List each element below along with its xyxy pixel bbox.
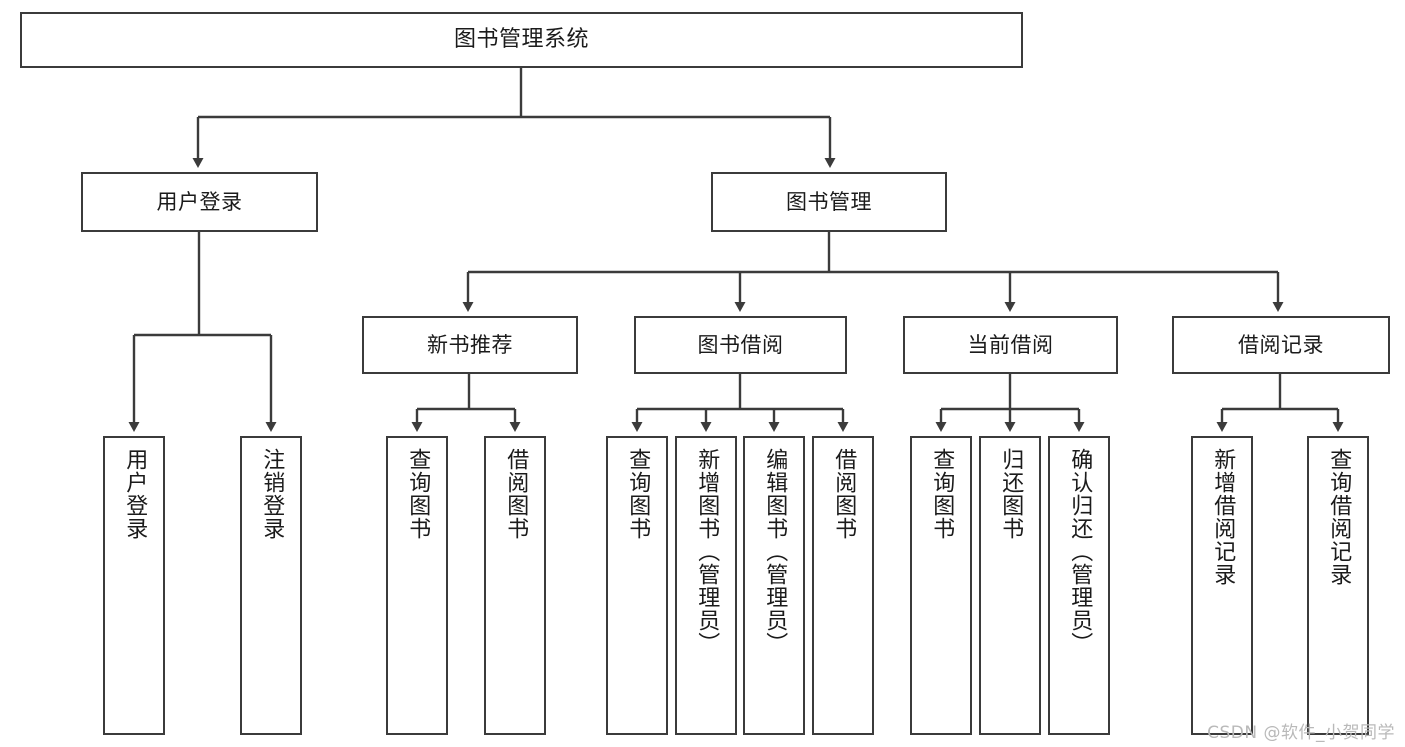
leaf-user-login[interactable]: 用户登录 [103, 436, 165, 735]
node-label: 归还图书 [998, 448, 1024, 540]
leaf-confirm-return-admin[interactable]: 确认归还（管理员） [1048, 436, 1110, 735]
node-label: 查询借阅记录 [1326, 448, 1352, 586]
node-borrow-record[interactable]: 借阅记录 [1172, 316, 1390, 374]
node-user-login[interactable]: 用户登录 [81, 172, 318, 232]
node-label: 借阅记录 [1238, 332, 1324, 357]
leaf-logout[interactable]: 注销登录 [240, 436, 302, 735]
node-label: 图书管理系统 [453, 27, 589, 53]
node-label: 查询图书 [929, 448, 955, 540]
node-label: 查询图书 [405, 448, 431, 540]
node-book-management[interactable]: 图书管理 [711, 172, 947, 232]
node-label: 借阅图书 [831, 448, 857, 540]
node-label: 注销登录 [259, 448, 285, 540]
node-book-management-system[interactable]: 图书管理系统 [20, 12, 1023, 68]
leaf-query-book-current[interactable]: 查询图书 [910, 436, 972, 735]
node-label: 新增图书（管理员） [694, 448, 720, 655]
node-book-borrow[interactable]: 图书借阅 [634, 316, 847, 374]
leaf-query-book-recommend[interactable]: 查询图书 [386, 436, 448, 735]
node-label: 图书借阅 [697, 332, 784, 357]
leaf-borrow-book-recommend[interactable]: 借阅图书 [484, 436, 546, 735]
node-current-borrow[interactable]: 当前借阅 [903, 316, 1118, 374]
node-label: 当前借阅 [967, 332, 1054, 357]
leaf-return-book[interactable]: 归还图书 [979, 436, 1041, 735]
node-label: 新增借阅记录 [1210, 448, 1236, 586]
node-label: 用户登录 [122, 448, 148, 540]
leaf-borrow-book[interactable]: 借阅图书 [812, 436, 874, 735]
node-label: 用户登录 [156, 189, 243, 214]
leaf-query-book-borrow[interactable]: 查询图书 [606, 436, 668, 735]
node-label: 借阅图书 [503, 448, 529, 540]
node-label: 图书管理 [786, 189, 872, 214]
node-label: 查询图书 [625, 448, 651, 540]
leaf-add-book-admin[interactable]: 新增图书（管理员） [675, 436, 737, 735]
node-label: 编辑图书（管理员） [762, 448, 788, 655]
leaf-query-borrow-record[interactable]: 查询借阅记录 [1307, 436, 1369, 735]
node-label: 新书推荐 [427, 332, 513, 357]
leaf-add-borrow-record[interactable]: 新增借阅记录 [1191, 436, 1253, 735]
leaf-edit-book-admin[interactable]: 编辑图书（管理员） [743, 436, 805, 735]
node-new-book-recommend[interactable]: 新书推荐 [362, 316, 578, 374]
node-label: 确认归还（管理员） [1067, 448, 1093, 655]
